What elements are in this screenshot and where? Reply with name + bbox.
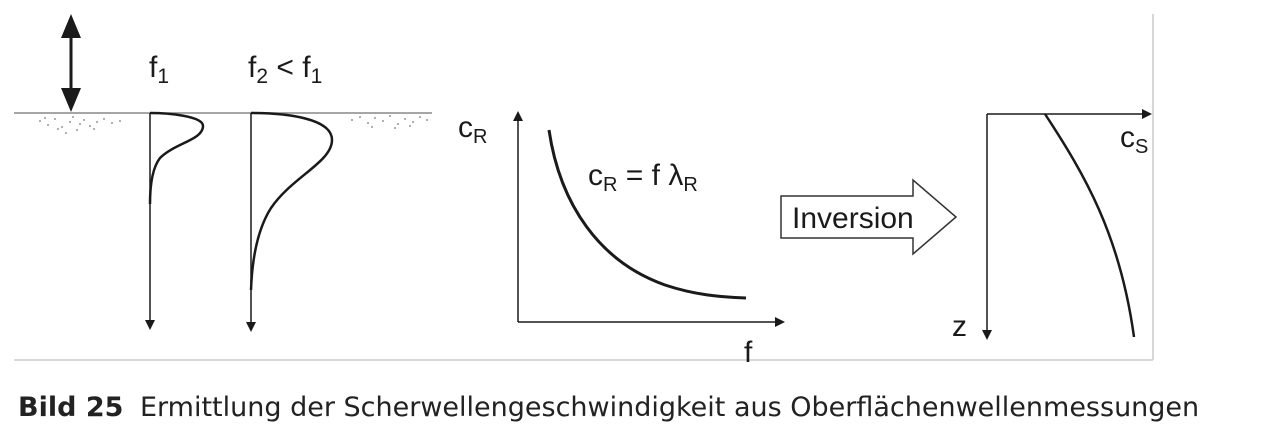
dispersion-x-label: f [744,336,753,369]
soil-dots-right [351,115,428,129]
label-f2-less-f1: f2 < f1 [248,51,322,88]
dispersion-curve [547,129,747,300]
dispersion-y-label: cR [458,111,487,148]
profile-x-label: cS [1120,121,1148,158]
dispersion-equation: cR = f λR [588,159,698,196]
label-f1: f1 [149,51,169,88]
figure-caption: Bild 25 Ermittlung der Scherwellengeschw… [18,392,1258,423]
inversion-label: Inversion [792,202,914,235]
figure-diagram: f1 f2 < f1 cR f cR = f λR Inversion cS z [14,14,1154,369]
inversion-arrow: Inversion [780,178,958,256]
vibration-double-arrow [61,14,81,112]
panel-velocity-profile: cS z [952,109,1152,343]
panel-surface-waves: f1 f2 < f1 [14,14,432,332]
profile-z-label: z [952,310,967,343]
amplitude-curve-f2 [249,111,334,291]
shear-velocity-curve [1043,113,1136,338]
panel-dispersion: cR f cR = f λR [458,111,785,369]
figure-caption-text: Ermittlung der Scherwellengeschwindigkei… [139,392,1200,423]
amplitude-curve-f1 [148,111,205,205]
soil-dots-left [39,116,121,134]
figure-number: Bild 25 [18,392,124,423]
